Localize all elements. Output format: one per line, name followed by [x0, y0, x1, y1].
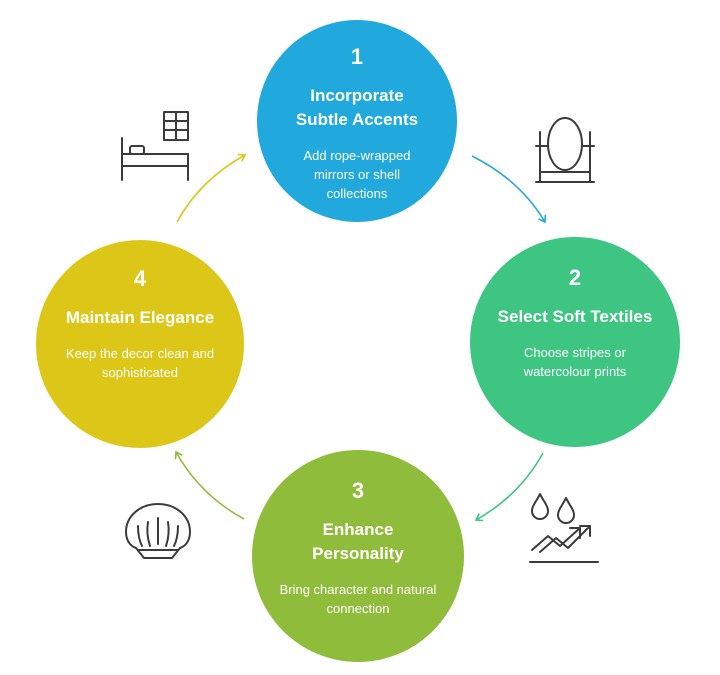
step-1-title: Incorporate Subtle Accents — [295, 86, 419, 129]
step-3-description: Bring character and natural connection — [279, 582, 437, 616]
step-3-title: Enhance Personality — [312, 520, 404, 563]
step-1-description: Add rope-wrapped mirrors or shell collec… — [303, 148, 411, 201]
step-2-circle: 2 Select Soft Textiles Choose stripes or… — [470, 237, 680, 447]
step-2-number: 2 — [568, 265, 582, 290]
step-2-description: Choose stripes or watercolour prints — [523, 345, 627, 379]
arrow-1-to-2 — [471, 155, 547, 224]
step-3-number: 3 — [351, 478, 365, 503]
step-1-circle: 1 Incorporate Subtle Accents Add rope-wr… — [257, 20, 457, 222]
arrow-3-to-4 — [174, 450, 245, 520]
step-1-number: 1 — [350, 44, 364, 69]
seashell-icon — [125, 503, 191, 559]
step-4-description: Keep the decor clean and sophisticated — [65, 346, 215, 380]
step-4-circle: 4 Maintain Elegance Keep the decor clean… — [36, 240, 244, 448]
water-drops-growth-icon — [529, 493, 599, 563]
arrow-4-to-1 — [176, 153, 247, 223]
arrow-2-to-3 — [474, 452, 544, 522]
bed-window-icon — [121, 111, 189, 181]
mirror-icon — [535, 117, 595, 183]
step-2-title: Select Soft Textiles — [497, 307, 653, 326]
step-4-number: 4 — [133, 266, 147, 291]
step-3-circle: 3 Enhance Personality Bring character an… — [252, 450, 464, 662]
step-4-title: Maintain Elegance — [65, 308, 215, 327]
